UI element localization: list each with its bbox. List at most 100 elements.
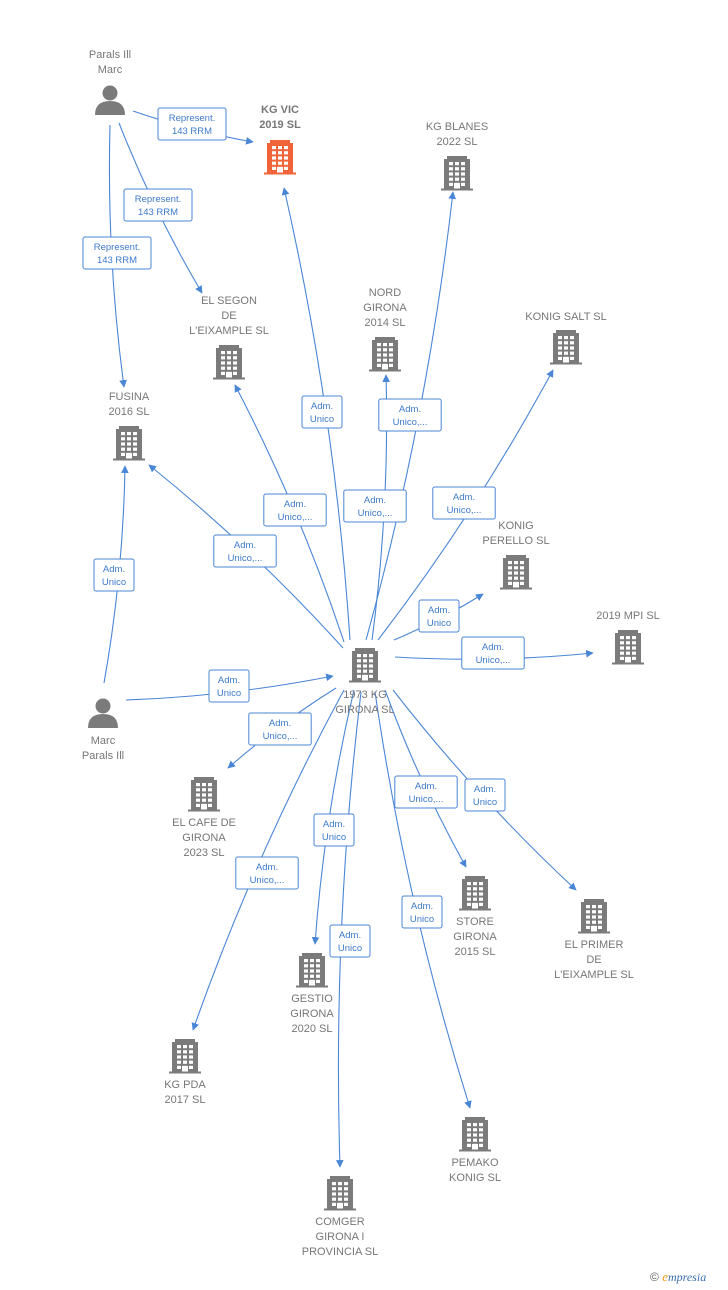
- edge-label-person1-to-elsegon[interactable]: Represent.143 RRM: [123, 188, 193, 222]
- edge-role-text: Adm.: [234, 540, 256, 551]
- node-label-line: KG VIC: [261, 104, 299, 116]
- edge-label-hub-to-fusina[interactable]: Adm.Unico,...: [213, 534, 277, 568]
- building-icon: [550, 330, 582, 365]
- node-label-line: L'EIXAMPLE SL: [554, 969, 634, 981]
- edge-role-detail-text: Unico,...: [393, 417, 428, 428]
- edge-role-text: Adm.: [284, 499, 306, 510]
- edge-label-hub-to-mpi[interactable]: Adm.Unico,...: [461, 636, 525, 670]
- node-label-line: FUSINA: [109, 391, 150, 403]
- edge-label-box: [82, 236, 152, 270]
- edge-label-box: [418, 599, 460, 633]
- node-label-line: 2017 SL: [165, 1094, 206, 1106]
- edge-label-box: [378, 398, 442, 432]
- node-label-line: DE: [221, 310, 236, 322]
- edge-label-person2-to-hub[interactable]: Adm.Unico: [208, 669, 250, 703]
- node-label-line: PEMAKO: [451, 1157, 499, 1169]
- edge-label-hub-to-kgpda[interactable]: Adm.Unico,...: [235, 856, 299, 890]
- edge-role-text: Adm.: [364, 495, 386, 506]
- edge-role-text: Represent.: [94, 242, 140, 253]
- edge-label-person1-to-fusina[interactable]: Represent. 143 RRM: [82, 236, 152, 270]
- edge-role-detail-text: Unico,...: [278, 512, 313, 523]
- building-icon: [113, 426, 145, 461]
- edge-label-hub-to-kgvic[interactable]: Adm.Unico: [301, 395, 343, 429]
- edge-label-box: [461, 636, 525, 670]
- building-icon: [369, 337, 401, 372]
- building-icon: [441, 156, 473, 191]
- node-label-line: GIRONA: [182, 832, 226, 844]
- node-label-line: 2015 SL: [455, 946, 496, 958]
- edge-role-detail-text: Unico: [473, 797, 497, 808]
- edge-label-box: [313, 813, 355, 847]
- edge-label-hub-to-gestio[interactable]: Adm. Unico: [313, 813, 355, 847]
- edge-label-hub-to-store[interactable]: Adm.Unico,...: [394, 775, 458, 809]
- edge-role-text: Adm.: [482, 642, 504, 653]
- edge-label-box: [248, 712, 312, 746]
- edge-label-hub-to-elcafe[interactable]: Adm.Unico,...: [248, 712, 312, 746]
- node-label-line: Marc: [98, 64, 123, 76]
- edge-role-detail-text: 143 RRM: [138, 207, 178, 218]
- node-elprimer[interactable]: EL PRIMER DE L'EIXAMPLE SL: [554, 899, 634, 981]
- edge-role-detail-text: 143 RRM: [97, 255, 137, 266]
- edge-role-text: Adm.: [323, 819, 345, 830]
- node-label-line: DE: [586, 954, 601, 966]
- edge-label-box: [401, 895, 443, 929]
- node-label-line: Marc: [91, 735, 116, 747]
- node-nordgirona[interactable]: NORD GIRONA 2014 SL: [363, 287, 407, 372]
- node-label-line: GIRONA: [363, 302, 407, 314]
- edge-role-detail-text: Unico: [310, 414, 334, 425]
- edge-label-box: [432, 486, 496, 520]
- node-label-line: GIRONA: [453, 931, 497, 943]
- node-konigsalt[interactable]: KONIG SALT SL: [525, 311, 607, 365]
- edge-label-box: [394, 775, 458, 809]
- edge-label-box: [343, 489, 407, 523]
- edge-label-box: [263, 493, 327, 527]
- edge-role-detail-text: Unico: [322, 832, 346, 843]
- building-icon: [349, 648, 381, 683]
- node-label-line: 2014 SL: [365, 317, 406, 329]
- building-icon: [578, 899, 610, 934]
- edge-label-hub-to-comger[interactable]: Adm.Unico: [329, 924, 371, 958]
- building-icon: [169, 1039, 201, 1074]
- edge-label-hub-to-elsegon[interactable]: Adm. Unico,...: [263, 493, 327, 527]
- edge-role-text: Represent.: [169, 113, 215, 124]
- edge-label-hub-to-konigperello[interactable]: Adm.Unico: [418, 599, 460, 633]
- edge-label-hub-to-nordgirona[interactable]: Adm.Unico,...: [343, 489, 407, 523]
- edge-label-hub-to-elprimer[interactable]: Adm.Unico: [464, 778, 506, 812]
- node-mpi[interactable]: 2019 MPI SL: [596, 610, 660, 665]
- edge-label-hub-to-kgblanes[interactable]: Adm. Unico,...: [378, 398, 442, 432]
- edge-label-box: [93, 558, 135, 592]
- node-label-line: Parals Ill: [82, 750, 124, 762]
- edge-role-text: Adm.: [399, 404, 421, 415]
- building-icon: [459, 1117, 491, 1152]
- node-label-line: EL PRIMER: [565, 939, 624, 951]
- edge-label-hub-to-konigsalt[interactable]: Adm.Unico,...: [432, 486, 496, 520]
- node-label-line: GIRONA: [290, 1008, 334, 1020]
- edge-role-text: Adm.: [411, 901, 433, 912]
- brand-name: mpresia: [667, 1270, 707, 1284]
- building-icon: [324, 1176, 356, 1211]
- node-label-line: KONIG SALT SL: [525, 311, 607, 323]
- node-label-line: NORD: [369, 287, 401, 299]
- edge-label-hub-to-pemako[interactable]: Adm.Unico: [401, 895, 443, 929]
- node-label-line: GIRONA I: [316, 1231, 365, 1243]
- copyright-symbol: ©: [650, 1270, 659, 1284]
- edge-label-person2-to-fusina[interactable]: Adm.Unico: [93, 558, 135, 592]
- edge-role-text: Adm.: [103, 564, 125, 575]
- edge-label-person1-to-kgvic[interactable]: Represent.143 RRM: [157, 107, 227, 141]
- node-label-line: L'EIXAMPLE SL: [189, 325, 269, 337]
